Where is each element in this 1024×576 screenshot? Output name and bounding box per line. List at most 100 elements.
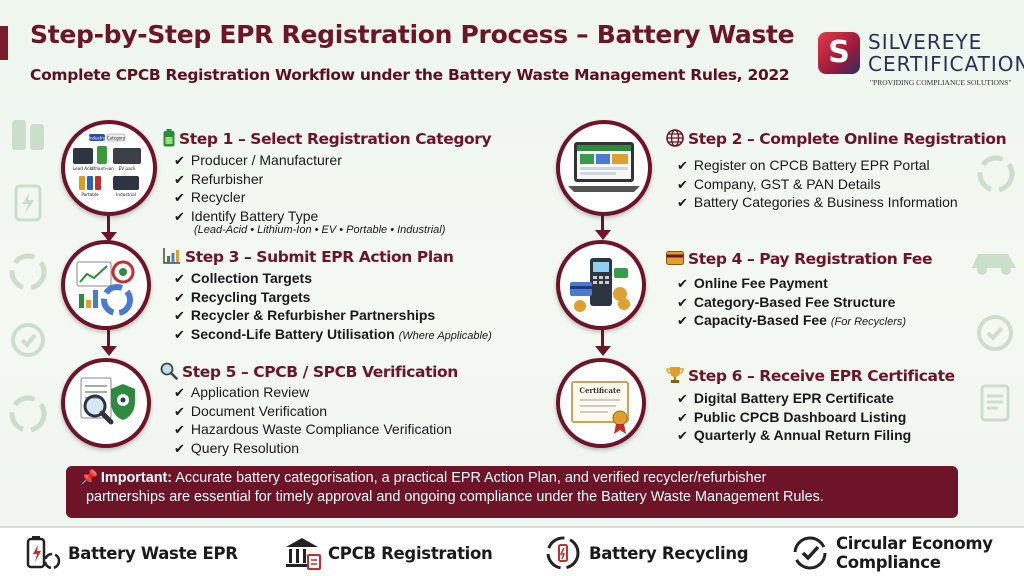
faint-battery-icon	[12, 120, 44, 150]
bank-icon	[286, 538, 321, 570]
list-item: ✔Category-Based Fee Structure	[677, 293, 896, 311]
important-label: Important:	[100, 470, 173, 486]
left-connector	[107, 210, 110, 240]
recycle-icon	[546, 536, 580, 570]
footer-label: CPCB Registration	[328, 543, 493, 563]
right-connector	[601, 212, 604, 234]
list-item: ✔Capacity-Based Fee (For Recyclers)	[677, 312, 907, 330]
step1-title: Step 1 – Select Registration Category	[163, 129, 492, 148]
faint-recycle-icon-2	[9, 395, 47, 433]
list-item: ✔Recycler	[174, 189, 246, 207]
step2-illustration	[556, 120, 652, 216]
step6-title: Step 6 – Receive EPR Certificate	[666, 366, 955, 385]
footer-item-circular-economy[interactable]: Circular Economy Compliance	[790, 528, 1016, 576]
left-arrow-2	[101, 346, 117, 356]
faint-cycle-icon	[11, 323, 45, 357]
list-item: ✔Query Resolution	[174, 439, 300, 457]
step1-list: ✔Producer / Manufacturer ✔Refurbisher ✔R…	[174, 152, 342, 226]
faint-recycle-icon-right	[977, 155, 1015, 193]
list-item: ✔Producer / Manufacturer	[174, 152, 342, 169]
step1-title-text: Step 1 – Select Registration Category	[179, 130, 492, 148]
step6-list: ✔Digital Battery EPR Certificate ✔Public…	[677, 390, 911, 446]
footer-label: Battery Waste EPR	[68, 543, 238, 563]
step3-title-text: Step 3 – Submit EPR Action Plan	[185, 248, 454, 266]
list-item: ✔Recycler & Refurbisher Partnerships	[174, 307, 436, 325]
list-item: ✔Quarterly & Annual Return Filing	[677, 427, 912, 445]
footer-item-battery-waste-epr[interactable]: Battery Waste EPR	[22, 528, 238, 576]
step6-title-text: Step 6 – Receive EPR Certificate	[688, 367, 955, 385]
faint-car-icon	[972, 254, 1016, 275]
illus-tag-industry: Industry	[89, 136, 106, 141]
illus-label-lithium: Lithium-ion	[90, 166, 114, 171]
list-item: ✔Company, GST & PAN Details	[677, 175, 881, 193]
list-item: ✔Application Review	[174, 384, 310, 401]
important-line1: Accurate battery categorisation, a pract…	[175, 470, 767, 486]
illus-label-lead-acid: Lead Acid	[73, 166, 94, 171]
step5-illustration	[61, 358, 151, 448]
card-icon	[666, 250, 684, 268]
illus-label-ev-pack: EV pack	[119, 166, 136, 171]
logo-mark-icon	[818, 32, 860, 74]
page-subtitle: Complete CPCB Registration Workflow unde…	[30, 66, 790, 84]
list-item: ✔Battery Categories & Business Informati…	[677, 194, 958, 212]
step3-illustration	[61, 240, 151, 330]
step3-title: Step 3 – Submit EPR Action Plan	[163, 248, 454, 266]
footer-label: Circular Economy Compliance	[836, 534, 993, 572]
logo-line1: SILVEREYE	[868, 30, 983, 54]
illus-label-portable: Portable	[81, 192, 99, 197]
step1-illustration: Industry Category Lead Acid Lithium-ion …	[61, 120, 157, 216]
list-item: ✔Online Fee Payment	[677, 275, 828, 292]
list-item: ✔Hazardous Waste Compliance Verification	[174, 421, 452, 439]
company-logo[interactable]: SILVEREYE CERTIFICATIONS "PROVIDING COMP…	[818, 30, 1024, 90]
step4-list: ✔Online Fee Payment ✔Category-Based Fee …	[677, 275, 906, 332]
footer-label: Battery Recycling	[589, 543, 749, 563]
faint-check-icon-right	[977, 315, 1013, 351]
list-item: ✔Collection Targets	[174, 270, 312, 287]
step5-title: Step 5 – CPCB / SPCB Verification	[160, 362, 458, 381]
list-item: ✔Refurbisher	[174, 170, 264, 188]
magnifier-icon	[160, 362, 178, 381]
list-item: ✔Public CPCB Dashboard Listing	[677, 408, 907, 426]
step5-title-text: Step 5 – CPCB / SPCB Verification	[182, 363, 458, 381]
footer-bar: Battery Waste EPR CPCB Registration Batt…	[0, 526, 1024, 576]
right-arrow-2	[595, 346, 611, 356]
list-item: ✔Recycling Targets	[174, 288, 311, 306]
chart-icon	[163, 248, 181, 266]
left-arrow-1	[101, 232, 117, 242]
step1-battery-types-note: (Lead-Acid • Lithium-Ion • EV • Portable…	[194, 224, 446, 236]
step4-title-text: Step 4 – Pay Registration Fee	[688, 250, 933, 268]
logo-tagline: "PROVIDING COMPLIANCE SOLUTIONS"	[870, 78, 1012, 87]
list-item: ✔Second-Life Battery Utilisation (Where …	[174, 325, 492, 343]
title-accent-bar	[0, 26, 8, 60]
step2-title-text: Step 2 – Complete Online Registration	[688, 130, 1007, 148]
footer-item-cpcb-registration[interactable]: CPCB Registration	[282, 528, 493, 576]
step6-illustration: Certificate	[556, 358, 646, 448]
logo-line2: CERTIFICATIONS	[868, 52, 1024, 76]
list-item: ✔Identify Battery Type	[174, 207, 319, 225]
left-connector-2	[107, 330, 110, 350]
step2-title: Step 2 – Complete Online Registration	[666, 129, 1007, 148]
footer-item-battery-recycling[interactable]: Battery Recycling	[543, 528, 749, 576]
list-item: ✔Document Verification	[174, 402, 328, 420]
page-title: Step-by-Step EPR Registration Process – …	[30, 20, 795, 49]
certificate-label: Certificate	[579, 386, 621, 395]
illus-label-industrial: Industrial	[116, 192, 136, 197]
illus-tag-category: Category	[107, 136, 126, 141]
step2-list: ✔Register on CPCB Battery EPR Portal ✔Co…	[677, 157, 958, 213]
important-note: 📌Important: Accurate battery categorisat…	[66, 466, 958, 518]
right-connector-2	[601, 330, 604, 350]
step5-list: ✔Application Review ✔Document Verificati…	[174, 384, 452, 458]
step4-title: Step 4 – Pay Registration Fee	[666, 250, 933, 268]
faint-recycle-icon	[9, 253, 47, 291]
list-item: ✔Digital Battery EPR Certificate	[677, 390, 894, 407]
check-cycle-icon	[793, 536, 827, 570]
faint-charge-icon	[14, 184, 42, 222]
important-line2: partnerships are essential for timely ap…	[86, 489, 824, 505]
step3-list: ✔Collection Targets ✔Recycling Targets ✔…	[174, 270, 492, 345]
trophy-icon	[666, 366, 684, 385]
globe-icon	[666, 129, 684, 148]
battery-recycle-icon	[26, 536, 61, 570]
pin-icon: 📌	[80, 470, 98, 486]
right-arrow-1	[595, 230, 611, 240]
list-item: ✔Register on CPCB Battery EPR Portal	[677, 157, 930, 174]
